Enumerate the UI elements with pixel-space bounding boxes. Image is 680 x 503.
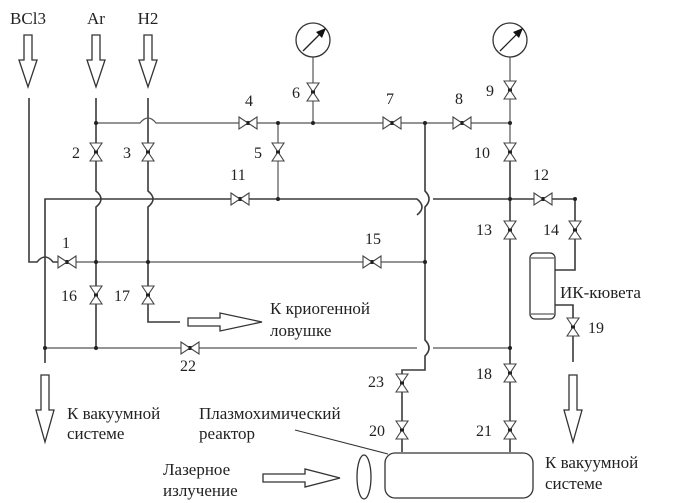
valve-9[interactable] [503, 80, 517, 100]
valve-number-15: 15 [365, 231, 381, 248]
inlet-arrow-bcl3 [18, 34, 38, 90]
valve-number-12: 12 [533, 167, 549, 184]
valve-number-22: 22 [180, 358, 196, 375]
valve-number-10: 10 [474, 145, 490, 162]
laser-label-line2: излучение [163, 481, 238, 500]
laser-arrow [262, 468, 341, 488]
valve-4[interactable] [238, 116, 258, 130]
valve-16[interactable] [89, 285, 103, 305]
pipelines [28, 56, 576, 452]
valve-14[interactable] [568, 220, 582, 240]
valve-1[interactable] [57, 255, 77, 269]
valve-21[interactable] [503, 420, 517, 440]
vacuum-arrow-left [35, 374, 55, 445]
laser-label-line1: Лазерное [163, 460, 230, 479]
valve-19[interactable] [566, 317, 580, 337]
valve-number-16: 16 [61, 288, 77, 305]
valve-23[interactable] [395, 373, 409, 393]
valve-12[interactable] [533, 192, 553, 206]
valve-number-23: 23 [368, 374, 384, 391]
ir-cuvette-label: ИК-кювета [560, 283, 641, 302]
valve-20[interactable] [395, 420, 409, 440]
vacuum-arrow-right [563, 374, 583, 445]
valve-number-21: 21 [476, 423, 492, 440]
valve-22[interactable] [180, 341, 200, 355]
valve-number-11: 11 [230, 167, 245, 184]
vacuum-right-label-line2: системе [545, 474, 602, 493]
valve-number-18: 18 [476, 366, 492, 383]
cryogenic-trap-label-line2: ловушке [270, 321, 331, 340]
valve-17[interactable] [141, 285, 155, 305]
reactor-label-line1: Плазмохимический [199, 404, 341, 423]
pressure-gauge-1 [295, 22, 331, 58]
valve-5[interactable] [271, 142, 285, 162]
valve-13[interactable] [503, 220, 517, 240]
valve-number-13: 13 [476, 222, 492, 239]
valve-number-2: 2 [72, 145, 80, 162]
inlet-arrow-ar [86, 34, 106, 90]
plasma-chemical-reactor [384, 452, 534, 499]
valve-2[interactable] [89, 142, 103, 162]
vacuum-left-label-line1: К вакуумной [67, 404, 160, 423]
pressure-gauge-2 [492, 22, 528, 58]
valve-number-8: 8 [455, 91, 463, 108]
inlet-arrow-h2 [138, 34, 158, 90]
reactor-label-line2: реактор [199, 424, 255, 443]
valve-number-20: 20 [369, 423, 385, 440]
cryogenic-trap-arrow [187, 312, 263, 332]
valve-number-4: 4 [245, 93, 253, 110]
valve-10[interactable] [503, 142, 517, 162]
gas-label-ar: Ar [87, 9, 105, 28]
cryogenic-trap-label-line1: К криогенной [270, 299, 370, 318]
valve-number-1: 1 [62, 235, 70, 252]
ir-cuvette [529, 252, 556, 320]
valve-number-3: 3 [123, 145, 131, 162]
vacuum-right-label-line1: К вакуумной [545, 453, 638, 472]
gas-label-bcl3: BCl3 [10, 9, 46, 28]
reactor-leader-line [294, 429, 389, 455]
junction-dots [43, 121, 577, 350]
valve-3[interactable] [141, 142, 155, 162]
valve-15[interactable] [362, 255, 382, 269]
focusing-lens [356, 454, 372, 500]
gas-label-h2: H2 [138, 9, 159, 28]
valve-number-17: 17 [114, 288, 130, 305]
valve-number-19: 19 [588, 320, 604, 337]
valve-6[interactable] [306, 82, 320, 102]
valve-number-14: 14 [543, 222, 559, 239]
valve-number-6: 6 [292, 85, 300, 102]
valve-11[interactable] [230, 192, 250, 206]
valve-number-5: 5 [254, 145, 262, 162]
vacuum-left-label-line2: системе [67, 424, 124, 443]
valve-18[interactable] [503, 363, 517, 383]
valve-number-7: 7 [386, 91, 394, 108]
valve-number-9: 9 [486, 83, 494, 100]
valve-8[interactable] [452, 116, 472, 130]
valve-7[interactable] [382, 116, 402, 130]
